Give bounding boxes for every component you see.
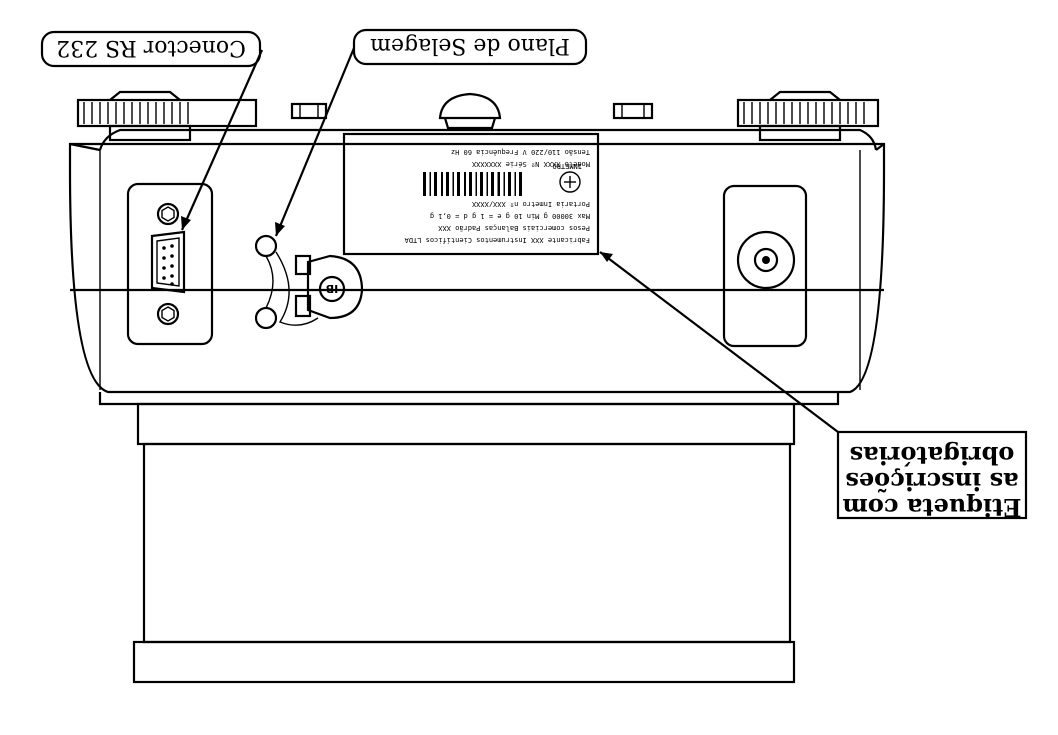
leveling-knob-right <box>736 90 880 142</box>
callout-rs232-text: Conector RS 232 <box>56 35 246 60</box>
leveling-knob-left <box>76 90 258 142</box>
barcode <box>423 172 522 196</box>
label-line-5: Modelo XXXX Nº Série XXXXXXX <box>471 160 590 168</box>
seal-disc: IB <box>318 275 346 303</box>
screw-icon <box>156 202 180 226</box>
callout-rs232: Conector RS 232 <box>40 30 264 231</box>
logo-text: INMETRO <box>552 162 582 170</box>
label-plate: Fabricante XXX Instrumentos Científicos … <box>342 132 600 256</box>
seal-assembly: IB <box>254 234 364 330</box>
round-connector-icon <box>736 230 796 290</box>
seal-mark: IB <box>326 282 338 295</box>
base-body <box>132 402 796 684</box>
inmetro-logo: INMETRO <box>552 162 582 193</box>
label-line-3: Max 30000 g Min 10 g e = 1 g d = 0,1 g <box>430 212 590 220</box>
label-line-1: Fabricante XXX Instrumentos Científicos … <box>404 236 590 244</box>
top-screw-left <box>290 102 328 120</box>
callout-label-line-1: Etiqueta com <box>842 493 1021 522</box>
label-line-6: Tensão 110/220 V Frequência 60 Hz <box>451 148 590 156</box>
top-center-dome <box>438 92 502 130</box>
rs232-connector-panel <box>126 182 214 346</box>
housing <box>68 128 886 406</box>
callout-seal-plane: Plano de Selagem <box>274 28 588 237</box>
screw-icon <box>156 302 180 326</box>
power-connector-panel <box>722 184 808 348</box>
callout-label-line-3: obrigatórias <box>850 441 1015 470</box>
db9-connector <box>150 230 186 294</box>
top-screw-right <box>612 102 654 120</box>
callout-seal-plane-text: Plano de Selagem <box>370 33 570 58</box>
label-line-4: Portaria Inmetro nº XXX/XXXX <box>471 200 590 208</box>
label-line-2: Pesos comerciais Balanças Padrão XXX <box>437 224 590 232</box>
callout-label-line-2: as inscrições <box>845 467 1018 496</box>
callout-label: Etiqueta com as inscrições obrigatórias <box>599 251 1028 522</box>
